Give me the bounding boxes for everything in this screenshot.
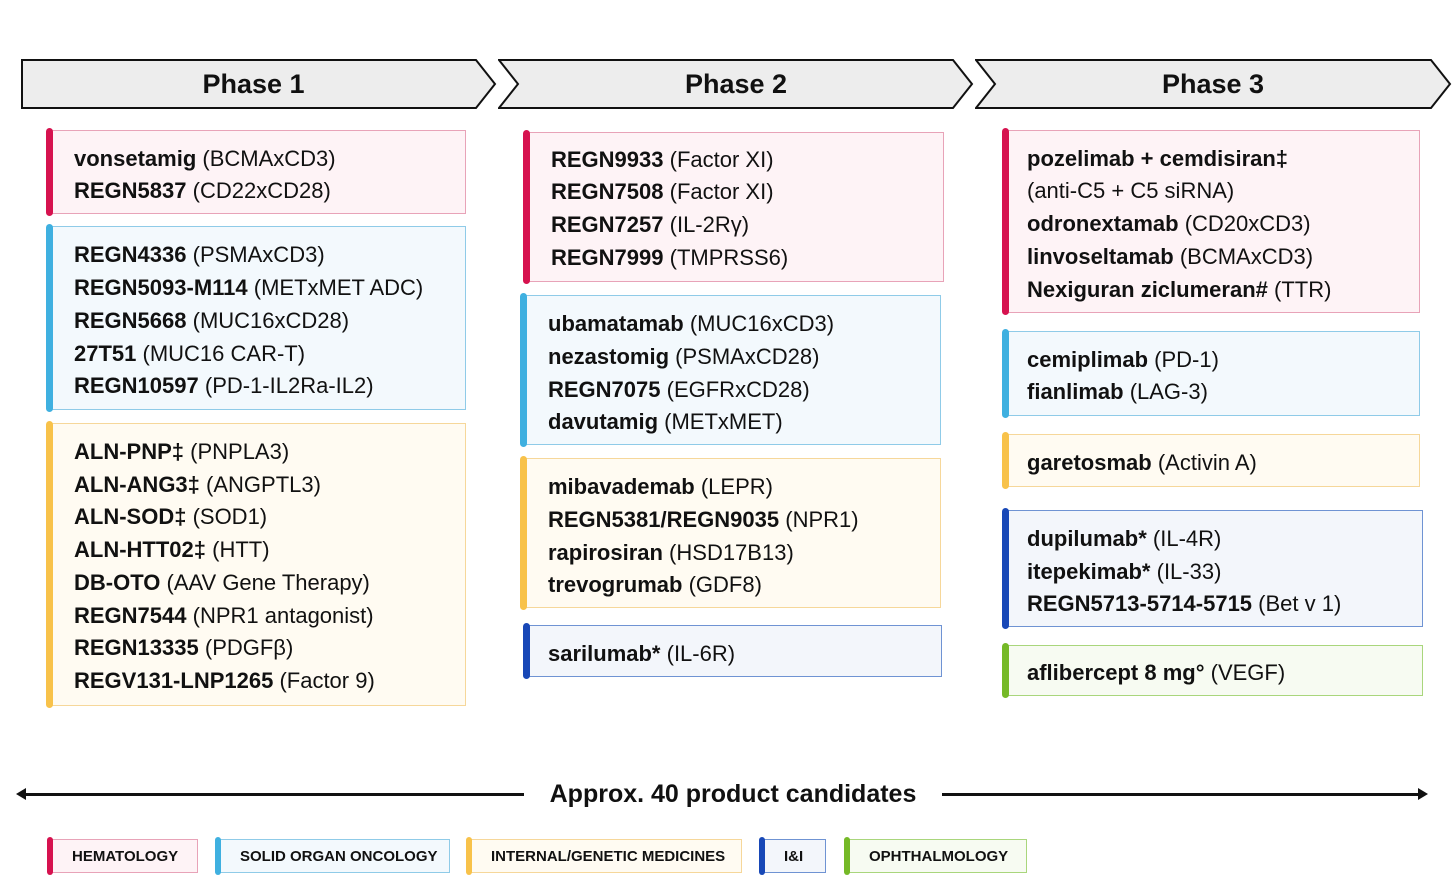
ii-color-bar [523,623,530,679]
candidate: DB-OTO (AAV Gene Therapy) [74,570,370,595]
candidate: ALN-ANG3‡ (ANGPTL3) [74,472,321,497]
candidate: REGN7544 (NPR1 antagonist) [74,603,374,628]
phase-1-header: Phase 1 [21,59,497,109]
legend-label: INTERNAL/GENETIC MEDICINES [491,848,726,865]
phase2-oncology-box: ubamatamab (MUC16xCD3) nezastomig (PSMAx… [520,293,941,447]
genetic-medicines-color-bar [1002,432,1009,489]
phase2-genetic-medicines-box: mibavademab (LEPR) REGN5381/REGN9035 (NP… [520,456,941,610]
candidate: cemiplimab (PD-1) [1027,347,1219,372]
phase-2-header: Phase 2 [498,59,974,109]
legend-swatch [215,837,221,875]
footer-line-right [942,793,1420,796]
phase3-oncology-box: cemiplimab (PD-1) fianlimab (LAG-3) [1002,329,1420,418]
candidate: REGN4336 (PSMAxCD3) [74,242,325,267]
candidate: REGN5668 (MUC16xCD28) [74,308,350,333]
candidate: ALN-SOD‡ (SOD1) [74,504,268,529]
phase-3-label: Phase 3 [1161,69,1265,99]
phase-2-label: Phase 2 [684,69,788,99]
phase1-hematology-box: vonsetamig (BCMAxCD3) REGN5837 (CD22xCD2… [46,128,466,216]
genetic-medicines-color-bar [520,456,527,610]
candidate: trevogrumab (GDF8) [548,572,762,597]
footer-arrow-left [16,788,26,800]
footer-arrow-right [1418,788,1428,800]
legend-solid-organ-oncology: SOLID ORGAN ONCOLOGY [215,837,450,875]
candidate: ubamatamab (MUC16xCD3) [548,311,835,336]
ophthalmology-color-bar [1002,643,1009,698]
ii-color-bar [1002,508,1009,629]
candidate: linvoseltamab (BCMAxCD3) [1027,244,1314,269]
candidate: REGN9933 (Factor XI) [551,147,774,172]
candidate: REGN7075 (EGFRxCD28) [548,377,810,402]
legend-ophthalmology: OPHTHALMOLOGY [844,837,1027,875]
candidate: dupilumab* (IL-4R) [1027,526,1222,551]
candidate: REGN7257 (IL-2Rγ) [551,212,750,237]
phase2-hematology-box: REGN9933 (Factor XI) REGN7508 (Factor XI… [523,130,944,284]
candidate: davutamig (METxMET) [548,409,783,434]
legend-label: SOLID ORGAN ONCOLOGY [240,848,438,865]
phase-3-arrow-shape [975,59,1452,109]
candidate: REGN5381/REGN9035 (NPR1) [548,507,859,532]
phase3-hematology-box: pozelimab + cemdisiran‡ (anti-C5 + C5 si… [1002,128,1420,315]
phase1-genetic-medicines-box: ALN-PNP‡ (PNPLA3) ALN-ANG3‡ (ANGPTL3) AL… [46,421,466,708]
candidate: pozelimab + cemdisiran‡ [1027,146,1289,171]
phase1-oncology-box: REGN4336 (PSMAxCD3) REGN5093-M114 (METxM… [46,224,466,412]
candidate: REGN13335 (PDGFβ) [74,635,294,660]
footer-caption: Approx. 40 product candidates [549,780,917,808]
legend-swatch [844,837,850,875]
oncology-color-bar [1002,329,1009,418]
legend-hematology: HEMATOLOGY [47,837,198,875]
candidate: REGV131-LNP1265 (Factor 9) [74,668,375,693]
legend-internal-genetic-medicines: INTERNAL/GENETIC MEDICINES [466,837,742,875]
candidate: garetosmab (Activin A) [1027,450,1257,475]
candidate: sarilumab* (IL-6R) [548,641,736,666]
candidate: mibavademab (LEPR) [548,474,773,499]
phase-2-arrow-shape [498,59,974,109]
hematology-color-bar [46,128,53,216]
candidate: 27T51 (MUC16 CAR-T) [74,341,306,366]
candidate: REGN5093-M114 (METxMET ADC) [74,275,424,300]
legend-label: HEMATOLOGY [72,848,179,865]
hematology-color-bar [523,130,530,284]
oncology-color-bar [46,224,53,412]
candidate: REGN5713-5714-5715 (Bet v 1) [1027,591,1342,616]
candidate: ALN-PNP‡ (PNPLA3) [74,439,290,464]
footer-line-left [24,793,524,796]
legend-label: I&I [784,848,804,865]
candidate: ALN-HTT02‡ (HTT) [74,537,270,562]
phase3-ophthalmology-box: aflibercept 8 mg° (VEGF) [1002,643,1423,698]
phase3-ii-box: dupilumab* (IL-4R) itepekimab* (IL-33) R… [1002,508,1423,629]
candidate: rapirosiran (HSD17B13) [548,540,794,565]
phase-1-label: Phase 1 [202,69,305,99]
candidate: Nexiguran ziclumeran# (TTR) [1027,277,1332,302]
candidate: fianlimab (LAG-3) [1027,379,1208,404]
phase-1-arrow-shape [21,59,497,109]
phase3-genetic-medicines-box: garetosmab (Activin A) [1002,432,1420,489]
legend-ii: I&I [759,837,826,875]
oncology-color-bar [520,293,527,447]
candidate: REGN7999 (TMPRSS6) [551,245,789,270]
legend-label: OPHTHALMOLOGY [869,848,1009,865]
candidate: nezastomig (PSMAxCD28) [548,344,820,369]
hematology-color-bar [1002,128,1009,315]
candidate: aflibercept 8 mg° (VEGF) [1027,660,1286,685]
candidate: REGN10597 (PD-1-IL2Ra-IL2) [74,373,374,398]
candidate: itepekimab* (IL-33) [1027,559,1222,584]
legend-swatch [466,837,472,875]
candidate: REGN5837 (CD22xCD28) [74,178,331,203]
candidate: vonsetamig (BCMAxCD3) [74,146,336,171]
phase-3-header: Phase 3 [975,59,1453,109]
legend-swatch [47,837,53,875]
phase2-ii-box: sarilumab* (IL-6R) [523,623,942,679]
genetic-medicines-color-bar [46,421,53,708]
candidate: (anti-C5 + C5 siRNA) [1027,178,1235,203]
legend-swatch [759,837,765,875]
candidate: REGN7508 (Factor XI) [551,179,774,204]
candidate: odronextamab (CD20xCD3) [1027,211,1311,236]
